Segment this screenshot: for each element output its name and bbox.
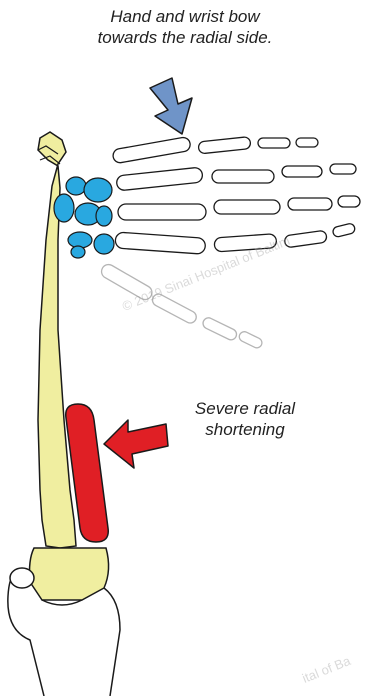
carpal-bones [54, 177, 114, 258]
red-arrow-icon [104, 420, 168, 468]
elbow-joint [8, 548, 120, 696]
ulna-bone [38, 132, 76, 548]
hand-bones [99, 136, 360, 349]
blue-arrow-icon [150, 78, 192, 134]
